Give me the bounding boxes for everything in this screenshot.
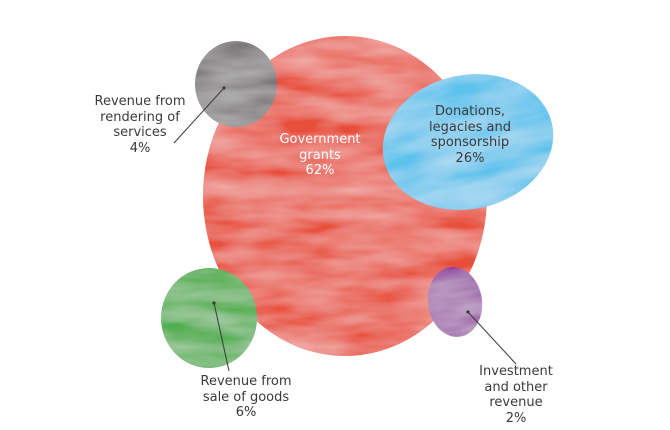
bubble-investment [427, 267, 483, 337]
label-government: Government grants 62% [262, 132, 378, 179]
label-line: Revenue from [200, 374, 292, 389]
label-line: legacies and [429, 119, 511, 135]
label-line: Donations, [435, 104, 505, 119]
value-label: 62% [305, 163, 335, 178]
bubble-donations [382, 74, 554, 210]
label-donations: Donations, legacies and sponsorship 26% [412, 104, 528, 166]
value-label: 6% [235, 405, 257, 420]
label-line: sale of goods [202, 389, 290, 405]
label-line: Revenue from [94, 94, 186, 109]
label-line: Investment [479, 364, 553, 379]
leader-dot-investment [466, 310, 470, 314]
leader-line-goods [213, 302, 230, 372]
label-line: grants [299, 147, 341, 163]
label-goods: Revenue from sale of goods 6% [186, 374, 306, 421]
label-investment: Investment and other revenue 2% [466, 364, 566, 426]
value-label: 4% [129, 140, 151, 156]
label-line: rendering of [100, 109, 180, 125]
label-line: revenue [489, 395, 543, 410]
label-line: Government [279, 132, 361, 147]
label-line: services [113, 125, 167, 140]
label-line: and other [484, 379, 548, 395]
bubble-goods [161, 268, 257, 368]
bubble-services [195, 41, 277, 127]
leader-line-services [173, 87, 225, 144]
leader-line-investment [467, 311, 517, 365]
leader-dot-services [222, 86, 226, 90]
label-line: sponsorship [430, 135, 510, 150]
value-label: 26% [455, 150, 485, 166]
label-services: Revenue from rendering of services 4% [80, 94, 200, 156]
leader-dot-goods [212, 301, 216, 305]
value-label: 2% [505, 410, 527, 426]
